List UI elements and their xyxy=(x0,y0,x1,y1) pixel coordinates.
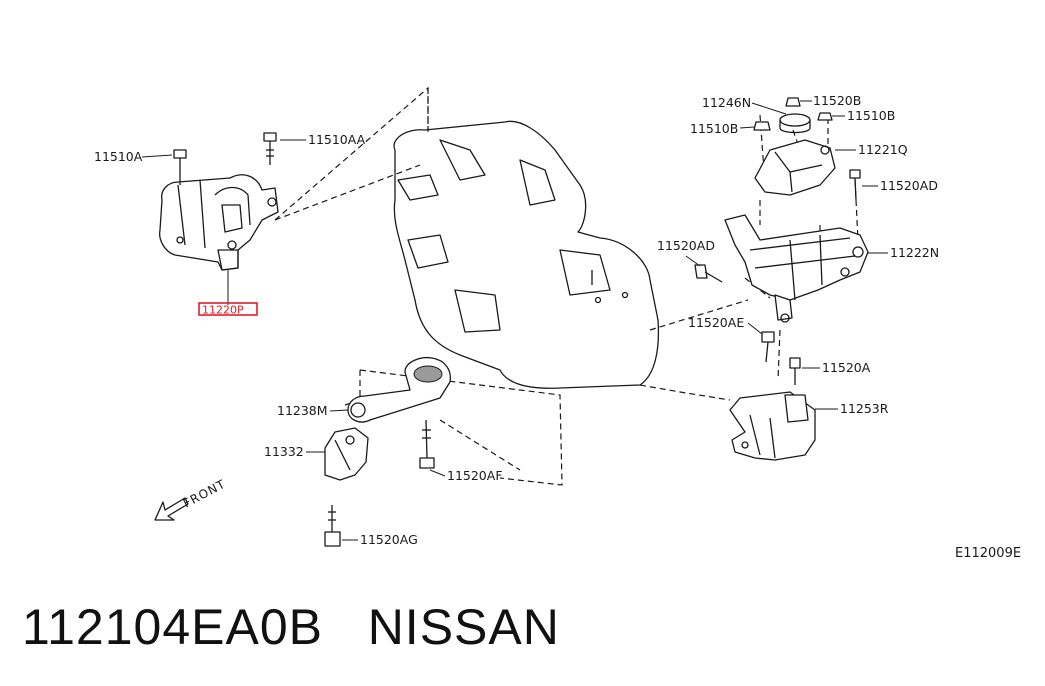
label-11246n: 11246N xyxy=(702,95,751,110)
bolt-11510a xyxy=(141,149,187,185)
engine-block xyxy=(393,120,660,389)
label-11510a: 11510A xyxy=(94,149,143,164)
label-11510aa: 11510AA xyxy=(308,132,366,147)
torque-rod-11238m xyxy=(329,356,451,423)
label-11520ag: 11520AG xyxy=(360,532,418,547)
bolt-11520ae xyxy=(747,322,775,363)
label-11520b: 11520B xyxy=(813,93,861,108)
diagram-code: E112009E xyxy=(955,546,1021,561)
bolt-11520ad-left xyxy=(685,255,723,283)
label-11520ae: 11520AE xyxy=(688,315,744,330)
label-11520a: 11520A xyxy=(822,360,871,375)
nut-11510b-left xyxy=(739,121,771,131)
bolt-11520af xyxy=(419,419,446,477)
label-11221q: 11221Q xyxy=(858,142,908,157)
front-direction-arrow xyxy=(154,497,189,521)
caption-part-number: 112104EA0B xyxy=(22,599,323,655)
bracket-11332 xyxy=(306,427,369,481)
mount-insulator-11221q xyxy=(754,139,856,196)
highlight-box-11220p xyxy=(198,302,258,316)
bolt-11520ad-right xyxy=(849,169,878,201)
bracket-11253r xyxy=(729,391,838,461)
part-caption: 112104EA0B NISSAN xyxy=(22,598,560,656)
label-11510b-left: 11510B xyxy=(690,121,738,136)
label-11520ad-right: 11520AD xyxy=(880,178,938,193)
engine-mount-11220p xyxy=(159,174,279,305)
label-11520ad-left: 11520AD xyxy=(657,238,715,253)
caption-brand: NISSAN xyxy=(367,599,560,655)
stud-11520a xyxy=(789,357,820,385)
nut-11520b xyxy=(785,97,812,107)
label-11238m: 11238M xyxy=(277,403,328,418)
label-11520af: 11520AF xyxy=(447,468,503,483)
label-front: FRONT xyxy=(181,477,228,511)
label-11222n: 11222N xyxy=(890,245,939,260)
label-11220p: 11220P xyxy=(202,304,244,317)
label-11253r: 11253R xyxy=(840,401,889,416)
label-11510b-right: 11510B xyxy=(847,108,895,123)
nut-11510b-right xyxy=(817,112,845,121)
bolt-11520ag xyxy=(324,505,358,547)
mount-bracket-11222n xyxy=(724,214,888,323)
label-11332: 11332 xyxy=(264,444,304,459)
bolt-11510aa xyxy=(263,132,306,165)
assembly-guide-lines xyxy=(274,86,859,486)
stopper-11246n xyxy=(751,102,811,134)
